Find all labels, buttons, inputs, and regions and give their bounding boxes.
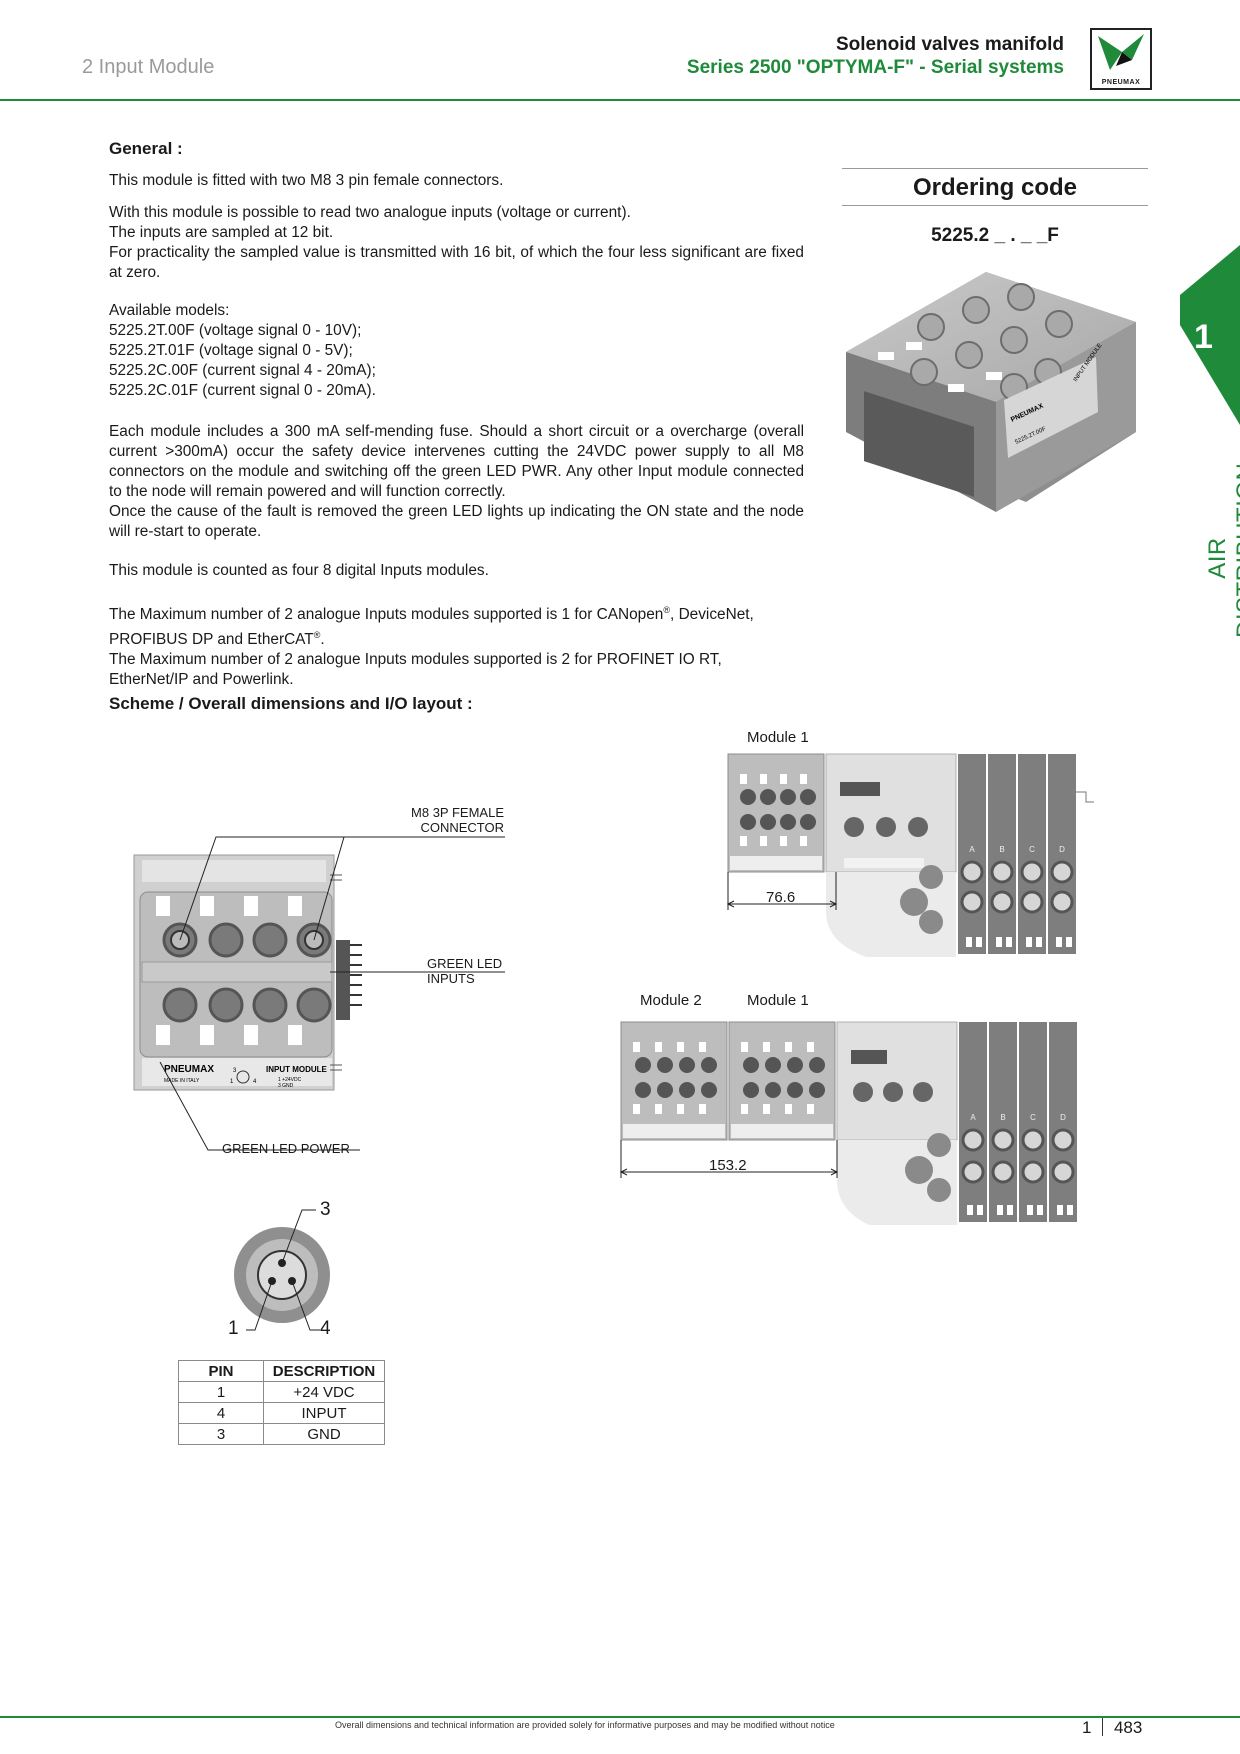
intro-paragraph: This module is fitted with two M8 3 pin …	[109, 172, 504, 189]
sampling-line: For practicality the sampled value is tr…	[109, 244, 804, 281]
dimension-single: 76.6	[766, 889, 796, 906]
logo-text: PNEUMAX	[1101, 79, 1141, 86]
models-heading: Available models:	[109, 302, 230, 319]
fuse-restart-text: Once the cause of the fault is removed t…	[109, 503, 804, 540]
pin-column-header: PIN	[178, 1360, 264, 1382]
model-item: 5225.2T.01F (voltage signal 0 - 5V);	[109, 342, 353, 359]
valve-letter-a: A	[969, 845, 975, 854]
chapter-label: AIR DISTRIBUTION	[1204, 462, 1240, 638]
page-separator	[1102, 1718, 1104, 1736]
pin-cell: 3	[178, 1423, 264, 1445]
pin-cell: 1	[178, 1381, 264, 1403]
front-pin-3: 3	[233, 1068, 237, 1074]
front-brand: PNEUMAX	[164, 1064, 214, 1075]
callout-green-led-power: GREEN LED POWER	[222, 1141, 350, 1156]
connector-pin-4-label: 4	[320, 1318, 331, 1339]
pin-cell: 4	[178, 1402, 264, 1424]
max-modules-paragraph: The Maximum number of 2 analogue Inputs …	[109, 600, 804, 690]
product-photo: PNEUMAX INPUT MODULE 5225.2T.00F	[846, 272, 1136, 512]
chapter-number: 1	[1194, 318, 1213, 356]
description-cell: INPUT	[263, 1402, 385, 1424]
sampling-line: The inputs are sampled at 12 bit.	[109, 224, 334, 241]
description-cell: +24 VDC	[263, 1381, 385, 1403]
valve-letter-d: D	[1059, 845, 1065, 854]
table-row: 3 GND	[178, 1423, 385, 1445]
models-list: Available models: 5225.2T.00F (voltage s…	[109, 301, 804, 401]
front-module-label: INPUT MODULE	[266, 1065, 328, 1074]
ordering-rule-bottom	[842, 205, 1148, 206]
front-pinlist-1: 1 +24VDC	[278, 1077, 302, 1083]
chapter-ref: 1	[1082, 1718, 1092, 1737]
callout-connector: M8 3P FEMALE CONNECTOR	[352, 805, 504, 835]
description-column-header: DESCRIPTION	[263, 1360, 385, 1382]
callout-green-led-inputs: GREEN LED INPUTS	[427, 956, 502, 986]
front-pinlist-2: 3 GND	[278, 1083, 294, 1089]
scheme-heading: Scheme / Overall dimensions and I/O layo…	[109, 694, 473, 713]
valve-letter-c: C	[1030, 1113, 1036, 1122]
description-cell: GND	[263, 1423, 385, 1445]
count-paragraph: This module is counted as four 8 digital…	[109, 562, 489, 579]
page-ref: 483	[1113, 1718, 1143, 1737]
max-modules-text-3: The Maximum number of 2 analogue Inputs …	[109, 651, 722, 689]
pin-table-header: PIN DESCRIPTION	[178, 1360, 385, 1382]
table-row: 4 INPUT	[178, 1402, 385, 1424]
front-pin-4: 4	[253, 1079, 257, 1085]
general-heading: General :	[109, 139, 183, 158]
callout-connector-line1: M8 3P FEMALE	[411, 805, 504, 820]
page-number: 1 483	[1082, 1718, 1142, 1738]
model-item: 5225.2C.00F (current signal 4 - 20mA);	[109, 362, 376, 379]
ordering-code-title: Ordering code	[912, 174, 1078, 201]
valve-letter-c: C	[1029, 845, 1035, 854]
pin-table: PIN DESCRIPTION 1 +24 VDC 4 INPUT 3 GND	[178, 1360, 385, 1445]
ordering-rule-top	[842, 168, 1148, 169]
table-row: 1 +24 VDC	[178, 1381, 385, 1403]
callout-led-inputs-line2: INPUTS	[427, 971, 475, 986]
m8-connector-drawing	[234, 1209, 330, 1331]
valve-letter-a: A	[970, 1113, 976, 1122]
valve-letter-b: B	[1000, 1113, 1005, 1122]
callout-connector-line2: CONNECTOR	[420, 820, 504, 835]
footer-rule	[0, 1716, 1240, 1718]
sampling-line: With this module is possible to read two…	[109, 204, 631, 221]
registered-mark: ®	[663, 605, 671, 615]
module2-label: Module 2	[640, 992, 702, 1009]
manifold-double-drawing: A B C D	[619, 1021, 1077, 1225]
fuse-paragraph: Each module includes a 300 mA self-mendi…	[109, 422, 804, 542]
connector-pin-1-label: 1	[228, 1318, 239, 1339]
fuse-text: Each module includes a 300 mA self-mendi…	[109, 423, 804, 500]
max-modules-text-1: The Maximum number of 2 analogue Inputs …	[109, 606, 664, 624]
model-item: 5225.2T.00F (voltage signal 0 - 10V);	[109, 322, 362, 339]
series-title: Series 2500 "OPTYMA-F" - Serial systems	[686, 57, 1064, 78]
dimension-double: 153.2	[709, 1157, 747, 1174]
front-pin-1: 1	[230, 1079, 234, 1085]
catalog-title: Solenoid valves manifold	[835, 34, 1064, 55]
connector-pin-3-label: 3	[320, 1199, 331, 1220]
logo-mark-icon	[1098, 34, 1144, 70]
front-made: MADE IN ITALY	[164, 1078, 200, 1084]
module1-label-top: Module 1	[747, 729, 809, 746]
chapter-tab	[1180, 245, 1240, 425]
manifold-single-drawing: A B C D	[726, 753, 1094, 957]
valve-letter-d: D	[1060, 1113, 1066, 1122]
registered-mark: ®	[313, 630, 321, 641]
callout-led-inputs-line1: GREEN LED	[427, 956, 503, 971]
valve-letter-b: B	[999, 845, 1004, 854]
module1-label-bottom: Module 1	[747, 992, 809, 1009]
model-item: 5225.2C.01F (current signal 0 - 20mA).	[109, 382, 376, 399]
ordering-code: 5225.2 _ . _ _F	[931, 225, 1059, 246]
max-modules-text-2: , DeviceNet, PROFIBUS DP and EtherCAT	[109, 606, 754, 649]
period: .	[320, 631, 325, 649]
sampling-paragraph: With this module is possible to read two…	[109, 203, 804, 283]
pneumax-logo: PNEUMAX	[1090, 28, 1152, 90]
front-view-drawing: PNEUMAX MADE IN ITALY INPUT MODULE 3 1 4…	[133, 836, 505, 1151]
header-rule	[0, 99, 1240, 101]
section-title: 2 Input Module	[82, 56, 215, 78]
footer-disclaimer: Overall dimensions and technical informa…	[335, 1720, 835, 1730]
